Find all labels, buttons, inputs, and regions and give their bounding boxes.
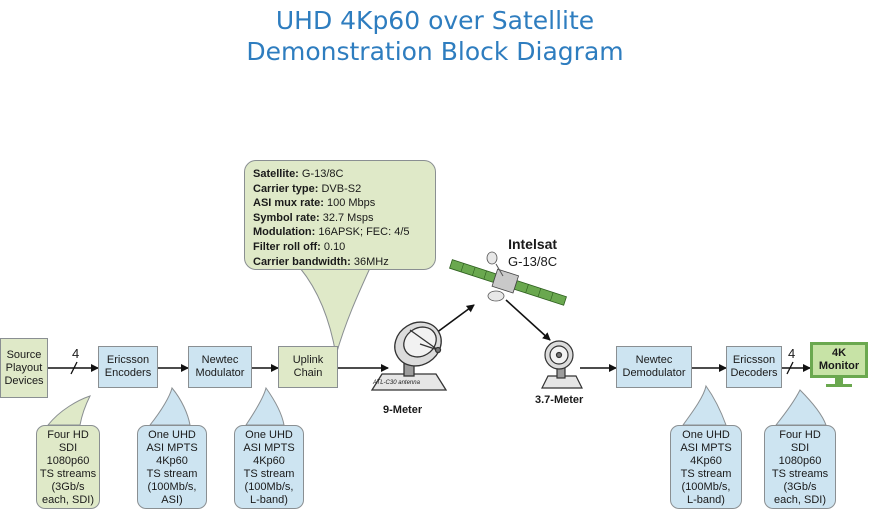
modulator-output-bubble: One UHD ASI MPTS 4Kp60 TS stream (100Mb/…: [234, 425, 304, 509]
title-line-2: Demonstration Block Diagram: [246, 37, 624, 66]
decoder-output-bubble: Four HD SDI 1080p60 TS streams (3Gb/s ea…: [764, 425, 836, 509]
bus-slash-right: [786, 361, 794, 375]
satellite-icon: [449, 251, 567, 306]
newtec-modulator-block: Newtec Modulator: [188, 346, 252, 388]
source-playout-block: Source Playout Devices: [0, 338, 48, 398]
source-output-bubble: Four HD SDI 1080p60 TS streams (3Gb/s ea…: [36, 425, 100, 509]
callout-row: Satellite: G-13/8C: [253, 168, 344, 180]
satellite-designation: G-13/8C: [508, 254, 558, 269]
satellite-label: Intelsat G-13/8C: [508, 236, 557, 270]
downlink-antenna-label: 3.7-Meter: [535, 394, 584, 406]
signal-arrows: [48, 299, 811, 372]
callout-row: Symbol rate: 32.7 Msps: [253, 211, 374, 224]
newtec-demodulator-block: Newtec Demodulator: [616, 346, 692, 388]
callout-row: Carrier type: DVB-S2: [253, 182, 362, 195]
bubble-tails: [46, 267, 827, 426]
bus-count-right: 4: [788, 346, 796, 361]
downlink-dish-icon: [541, 340, 583, 389]
callout-row: ASI mux rate: 100 Mbps: [253, 197, 376, 210]
ericsson-decoders-block: Ericsson Decoders: [726, 346, 782, 388]
callout-row: Modulation: 16APSK; FEC: 4/5: [253, 226, 410, 239]
4k-monitor-block: 4K Monitor: [810, 342, 868, 378]
uplink-antenna-label: 9-Meter: [383, 404, 423, 416]
bus-slash-left: [70, 361, 78, 375]
ericsson-encoders-block: Ericsson Encoders: [98, 346, 158, 388]
uplink-chain-block: Uplink Chain: [278, 346, 338, 388]
uplink-antenna-model: ATL-C30 antenna: [373, 380, 420, 386]
bus-count-left: 4: [72, 346, 80, 361]
callout-row: Filter roll off: 0.10: [253, 240, 346, 253]
satellite-name: Intelsat: [508, 236, 558, 252]
encoder-output-bubble: One UHD ASI MPTS 4Kp60 TS stream (100Mb/…: [137, 425, 207, 509]
title-line-1: UHD 4Kp60 over Satellite: [275, 6, 595, 35]
callout-row: Carrier bandwidth: 36MHz: [253, 255, 389, 268]
carrier-parameters-callout: Satellite: G-13/8C Carrier type: DVB-S2 …: [244, 160, 436, 270]
monitor-stand-icon: [826, 376, 852, 387]
demodulator-output-bubble: One UHD ASI MPTS 4Kp60 TS stream (100Mb/…: [670, 425, 742, 509]
uplink-dish-icon: [370, 321, 448, 391]
